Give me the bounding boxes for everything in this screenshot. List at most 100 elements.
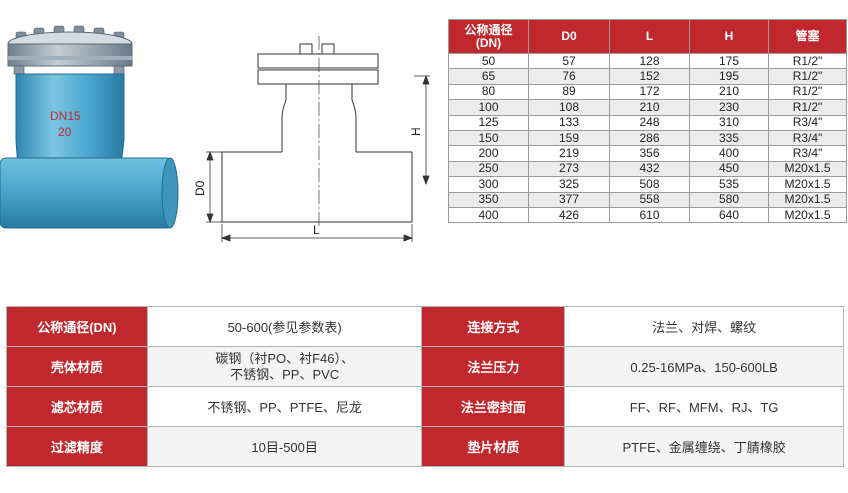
cell-dn: 200 bbox=[448, 145, 529, 162]
cell-dn: 250 bbox=[448, 160, 529, 178]
header-dn: 公称通径 (DN) bbox=[448, 19, 529, 54]
drawing-label-h: H bbox=[409, 127, 423, 136]
photo-label-line1: DN15 bbox=[50, 109, 81, 123]
cell-plug: R3/4" bbox=[768, 145, 847, 162]
spec-value-flange-face: FF、RF、MFM、RJ、TG bbox=[564, 386, 844, 427]
drawing-label-l: L bbox=[313, 223, 320, 237]
cell-d0: 325 bbox=[528, 176, 610, 193]
cell-h: 335 bbox=[689, 129, 769, 147]
cell-d0: 426 bbox=[528, 206, 610, 224]
product-photo: DN15 20 bbox=[0, 25, 179, 229]
cell-l: 432 bbox=[609, 160, 690, 178]
spec-table: 公称通径(DN) 50-600(参见参数表) 连接方式 法兰、对焊、螺纹 壳体材… bbox=[6, 306, 844, 467]
spec-label-connection: 连接方式 bbox=[421, 306, 566, 347]
spec-label-filtration: 过滤精度 bbox=[6, 426, 148, 467]
spec-label-flange-pressure: 法兰压力 bbox=[421, 346, 566, 387]
cell-plug: M20x1.5 bbox=[768, 160, 847, 178]
cell-dn: 80 bbox=[448, 83, 529, 101]
cell-plug: R3/4" bbox=[768, 129, 847, 147]
drawing-label-d0: D0 bbox=[193, 180, 207, 196]
cell-h: 175 bbox=[689, 52, 769, 70]
cell-dn: 400 bbox=[448, 206, 529, 224]
cell-dn: 65 bbox=[448, 68, 529, 85]
spec-value-nominal-diameter: 50-600(参见参数表) bbox=[146, 306, 423, 347]
cell-d0: 76 bbox=[528, 68, 610, 85]
cell-l: 508 bbox=[609, 176, 690, 193]
spec-value-element-material: 不锈钢、PP、PTFE、尼龙 bbox=[146, 386, 423, 427]
cell-l: 128 bbox=[609, 52, 690, 70]
cell-plug: R1/2" bbox=[768, 52, 847, 70]
spec-row: 滤芯材质 不锈钢、PP、PTFE、尼龙 法兰密封面 FF、RF、MFM、RJ、T… bbox=[6, 386, 844, 427]
spec-label-flange-face: 法兰密封面 bbox=[421, 386, 566, 427]
cell-dn: 50 bbox=[448, 52, 529, 70]
header-l: L bbox=[609, 19, 690, 54]
cell-l: 356 bbox=[609, 145, 690, 162]
cell-dn: 100 bbox=[448, 99, 529, 116]
cell-dn: 150 bbox=[448, 129, 529, 147]
cell-h: 310 bbox=[689, 114, 769, 131]
cell-dn: 125 bbox=[448, 114, 529, 131]
cell-h: 640 bbox=[689, 206, 769, 224]
header-d0: D0 bbox=[528, 19, 610, 54]
cell-plug: M20x1.5 bbox=[768, 176, 847, 193]
cell-d0: 159 bbox=[528, 129, 610, 147]
spec-label-nominal-diameter: 公称通径(DN) bbox=[6, 306, 148, 347]
spec-row: 壳体材质 碳钢（衬PO、衬F46）、 不锈钢、PP、PVC 法兰压力 0.25-… bbox=[6, 346, 844, 387]
cell-h: 580 bbox=[689, 191, 769, 208]
header-plug: 管塞 bbox=[768, 19, 847, 54]
cell-plug: R1/2" bbox=[768, 83, 847, 101]
spec-value-connection: 法兰、对焊、螺纹 bbox=[564, 306, 844, 347]
cell-h: 195 bbox=[689, 68, 769, 85]
spec-value-gasket-material: PTFE、金属缠绕、丁腈橡胶 bbox=[564, 426, 844, 467]
cell-h: 535 bbox=[689, 176, 769, 193]
cell-l: 248 bbox=[609, 114, 690, 131]
technical-drawing: H D0 L bbox=[193, 36, 430, 242]
cell-plug: R1/2" bbox=[768, 99, 847, 116]
cell-plug: R1/2" bbox=[768, 68, 847, 85]
spec-label-gasket-material: 垫片材质 bbox=[421, 426, 566, 467]
cell-d0: 89 bbox=[528, 83, 610, 101]
cell-d0: 108 bbox=[528, 99, 610, 116]
cell-l: 152 bbox=[609, 68, 690, 85]
cell-d0: 273 bbox=[528, 160, 610, 178]
spec-label-shell-material: 壳体材质 bbox=[6, 346, 148, 387]
cell-h: 230 bbox=[689, 99, 769, 116]
spec-label-element-material: 滤芯材质 bbox=[6, 386, 148, 427]
cell-dn: 350 bbox=[448, 191, 529, 208]
cell-d0: 377 bbox=[528, 191, 610, 208]
cell-plug: M20x1.5 bbox=[768, 191, 847, 208]
spec-row: 公称通径(DN) 50-600(参见参数表) 连接方式 法兰、对焊、螺纹 bbox=[6, 306, 844, 347]
header-h: H bbox=[689, 19, 769, 54]
cell-dn: 300 bbox=[448, 176, 529, 193]
cell-d0: 57 bbox=[528, 52, 610, 70]
photo-label-line2: 20 bbox=[58, 125, 72, 139]
cell-plug: M20x1.5 bbox=[768, 206, 847, 224]
cell-l: 210 bbox=[609, 99, 690, 116]
spec-value-flange-pressure: 0.25-16MPa、150-600LB bbox=[564, 346, 844, 387]
cell-l: 558 bbox=[609, 191, 690, 208]
cell-l: 286 bbox=[609, 129, 690, 147]
cell-d0: 133 bbox=[528, 114, 610, 131]
spec-value-shell-material: 碳钢（衬PO、衬F46）、 不锈钢、PP、PVC bbox=[146, 346, 423, 387]
spec-value-filtration: 10目-500目 bbox=[146, 426, 423, 467]
cell-plug: R3/4" bbox=[768, 114, 847, 131]
cell-h: 400 bbox=[689, 145, 769, 162]
cell-l: 172 bbox=[609, 83, 690, 101]
header-dn-text: 公称通径 (DN) bbox=[464, 22, 513, 50]
cell-l: 610 bbox=[609, 206, 690, 224]
cell-h: 450 bbox=[689, 160, 769, 178]
cell-d0: 219 bbox=[528, 145, 610, 162]
spec-row: 过滤精度 10目-500目 垫片材质 PTFE、金属缠绕、丁腈橡胶 bbox=[6, 426, 844, 467]
